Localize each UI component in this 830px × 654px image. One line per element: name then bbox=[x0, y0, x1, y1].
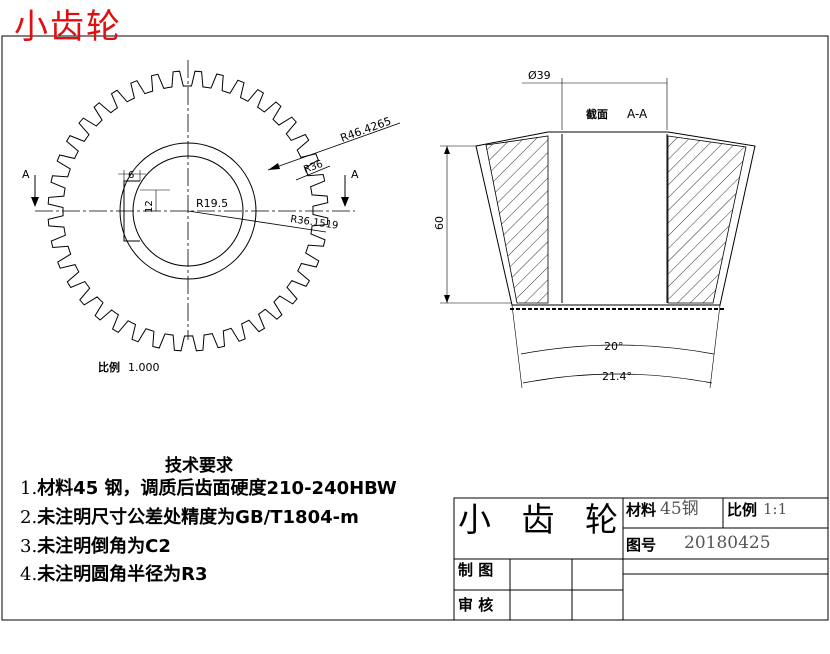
gear-front-view: A A 6 12 R19.5 R46.4265 R36 R36.1519 比例 … bbox=[22, 60, 401, 374]
tech-item-num: 4. bbox=[20, 564, 38, 585]
scale-label-tb: 比例 bbox=[727, 501, 758, 519]
tech-item-num: 1. bbox=[20, 478, 38, 499]
section-hatch-left bbox=[485, 135, 549, 304]
material-label: 材料 bbox=[626, 501, 657, 519]
tech-item-text: 未注明尺寸公差处精度为GB/T1804-m bbox=[37, 507, 359, 528]
leader-r-root bbox=[295, 165, 331, 181]
material-value: 45钢 bbox=[660, 499, 699, 519]
drawn-by-label: 制 图 bbox=[458, 561, 494, 579]
arrowhead-r-outer bbox=[268, 163, 280, 170]
tech-item-text: 未注明倒角为C2 bbox=[37, 536, 171, 557]
title-block-part-name: 小 齿 轮 bbox=[458, 500, 628, 539]
title-block-grid bbox=[453, 497, 829, 621]
drawing-frame bbox=[1, 35, 829, 621]
leader-r-outer bbox=[267, 122, 401, 171]
tech-item-text: 材料45 钢，调质后齿面硬度210-240HBW bbox=[37, 478, 397, 499]
tech-item-3: 3.未注明倒角为C2 bbox=[20, 538, 171, 556]
angle-ext-left bbox=[511, 304, 523, 389]
dim-r-bore: R19.5 bbox=[196, 197, 228, 210]
scale-value: 1.000 bbox=[128, 361, 160, 374]
tech-item-text: 未注明圆角半径为R3 bbox=[37, 564, 208, 585]
checked-by-label: 审 核 bbox=[458, 596, 494, 614]
dim-r-inner: R36.1519 bbox=[290, 214, 339, 232]
tech-item-num: 2. bbox=[20, 507, 38, 528]
section-arrowhead-left bbox=[31, 197, 39, 207]
height-arrow-top bbox=[444, 146, 450, 154]
dim-height: 60 bbox=[433, 216, 446, 230]
section-mark-left: A bbox=[22, 168, 30, 181]
tech-item-4: 4.未注明圆角半径为R3 bbox=[20, 566, 208, 584]
drawing-no-label: 图号 bbox=[626, 536, 657, 554]
section-arrowhead-right bbox=[341, 197, 349, 207]
section-view: Ø39 截面 A-A 60 20° 21.4° bbox=[433, 69, 756, 389]
angle-arc-outer bbox=[522, 373, 713, 384]
dim-diameter: Ø39 bbox=[528, 69, 551, 82]
leader-r-inner bbox=[187, 210, 327, 233]
scale-value-tb: 1:1 bbox=[763, 500, 788, 518]
dim-r-outer: R46.4265 bbox=[339, 114, 393, 144]
tech-item-num: 3. bbox=[20, 536, 38, 557]
dim-angle-inner: 20° bbox=[604, 340, 624, 353]
tech-requirements-title: 技术要求 bbox=[165, 456, 233, 476]
angle-ext-right bbox=[709, 304, 721, 389]
drawing-title: 小齿轮 bbox=[14, 7, 122, 47]
dim-keyway-depth: 12 bbox=[144, 200, 155, 213]
scale-label: 比例 bbox=[98, 360, 120, 374]
section-label-cn: 截面 bbox=[586, 107, 608, 121]
dim-angle-outer: 21.4° bbox=[602, 370, 632, 383]
tech-item-2: 2.未注明尺寸公差处精度为GB/T1804-m bbox=[20, 509, 359, 527]
section-hatch-right bbox=[667, 135, 747, 304]
section-mark-right: A bbox=[351, 168, 359, 181]
angle-arc-inner bbox=[520, 344, 715, 355]
drawing-no-value: 20180425 bbox=[684, 533, 771, 553]
section-label-id: A-A bbox=[627, 107, 648, 121]
tech-item-1: 1.材料45 钢，调质后齿面硬度210-240HBW bbox=[20, 480, 397, 498]
dim-keyway-width: 6 bbox=[128, 170, 134, 181]
height-arrow-bottom bbox=[444, 295, 450, 303]
